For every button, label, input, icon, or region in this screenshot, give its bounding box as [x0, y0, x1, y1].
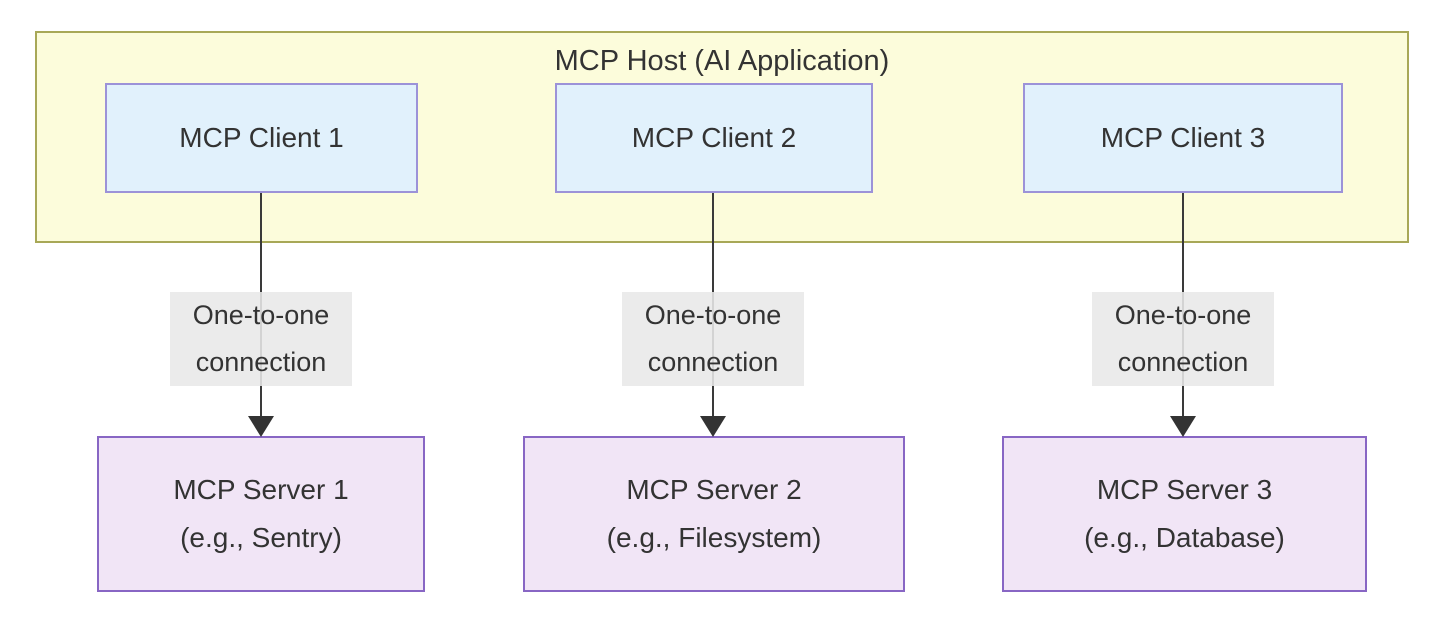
connection-label-2: One-to-one connection [622, 292, 804, 386]
mcp-server-2-node: MCP Server 2 (e.g., Filesystem) [523, 436, 905, 592]
mcp-host-title: MCP Host (AI Application) [554, 45, 890, 77]
connection-label-2-line2: connection [647, 347, 779, 377]
connection-label-3: One-to-one connection [1092, 292, 1274, 386]
connection-label-1: One-to-one connection [170, 292, 352, 386]
mcp-server-1-example: (e.g., Sentry) [180, 522, 342, 553]
mcp-server-2-name: MCP Server 2 [626, 474, 802, 505]
mcp-server-1-name: MCP Server 1 [173, 474, 349, 505]
mcp-client-1-label: MCP Client 1 [179, 122, 344, 153]
connection-label-1-line1: One-to-one [192, 300, 330, 330]
arrowhead-down-icon [700, 416, 726, 437]
connection-label-2-line1: One-to-one [644, 300, 782, 330]
arrowhead-down-icon [248, 416, 274, 437]
mcp-client-3-node: MCP Client 3 [1023, 83, 1343, 193]
mcp-server-1-node: MCP Server 1 (e.g., Sentry) [97, 436, 425, 592]
mcp-client-3-label: MCP Client 3 [1100, 122, 1266, 153]
arrowhead-down-icon [1170, 416, 1196, 437]
mcp-server-3-example: (e.g., Database) [1084, 522, 1285, 553]
mcp-client-2-label: MCP Client 2 [631, 122, 797, 153]
connection-label-1-line2: connection [195, 347, 327, 377]
connection-label-3-line1: One-to-one [1114, 300, 1252, 330]
mcp-server-3-node: MCP Server 3 (e.g., Database) [1002, 436, 1367, 592]
mcp-client-2-node: MCP Client 2 [555, 83, 873, 193]
mcp-server-3-name: MCP Server 3 [1096, 474, 1273, 505]
mcp-server-2-example: (e.g., Filesystem) [606, 522, 822, 553]
connection-label-3-line2: connection [1117, 347, 1249, 377]
mcp-client-1-node: MCP Client 1 [105, 83, 418, 193]
